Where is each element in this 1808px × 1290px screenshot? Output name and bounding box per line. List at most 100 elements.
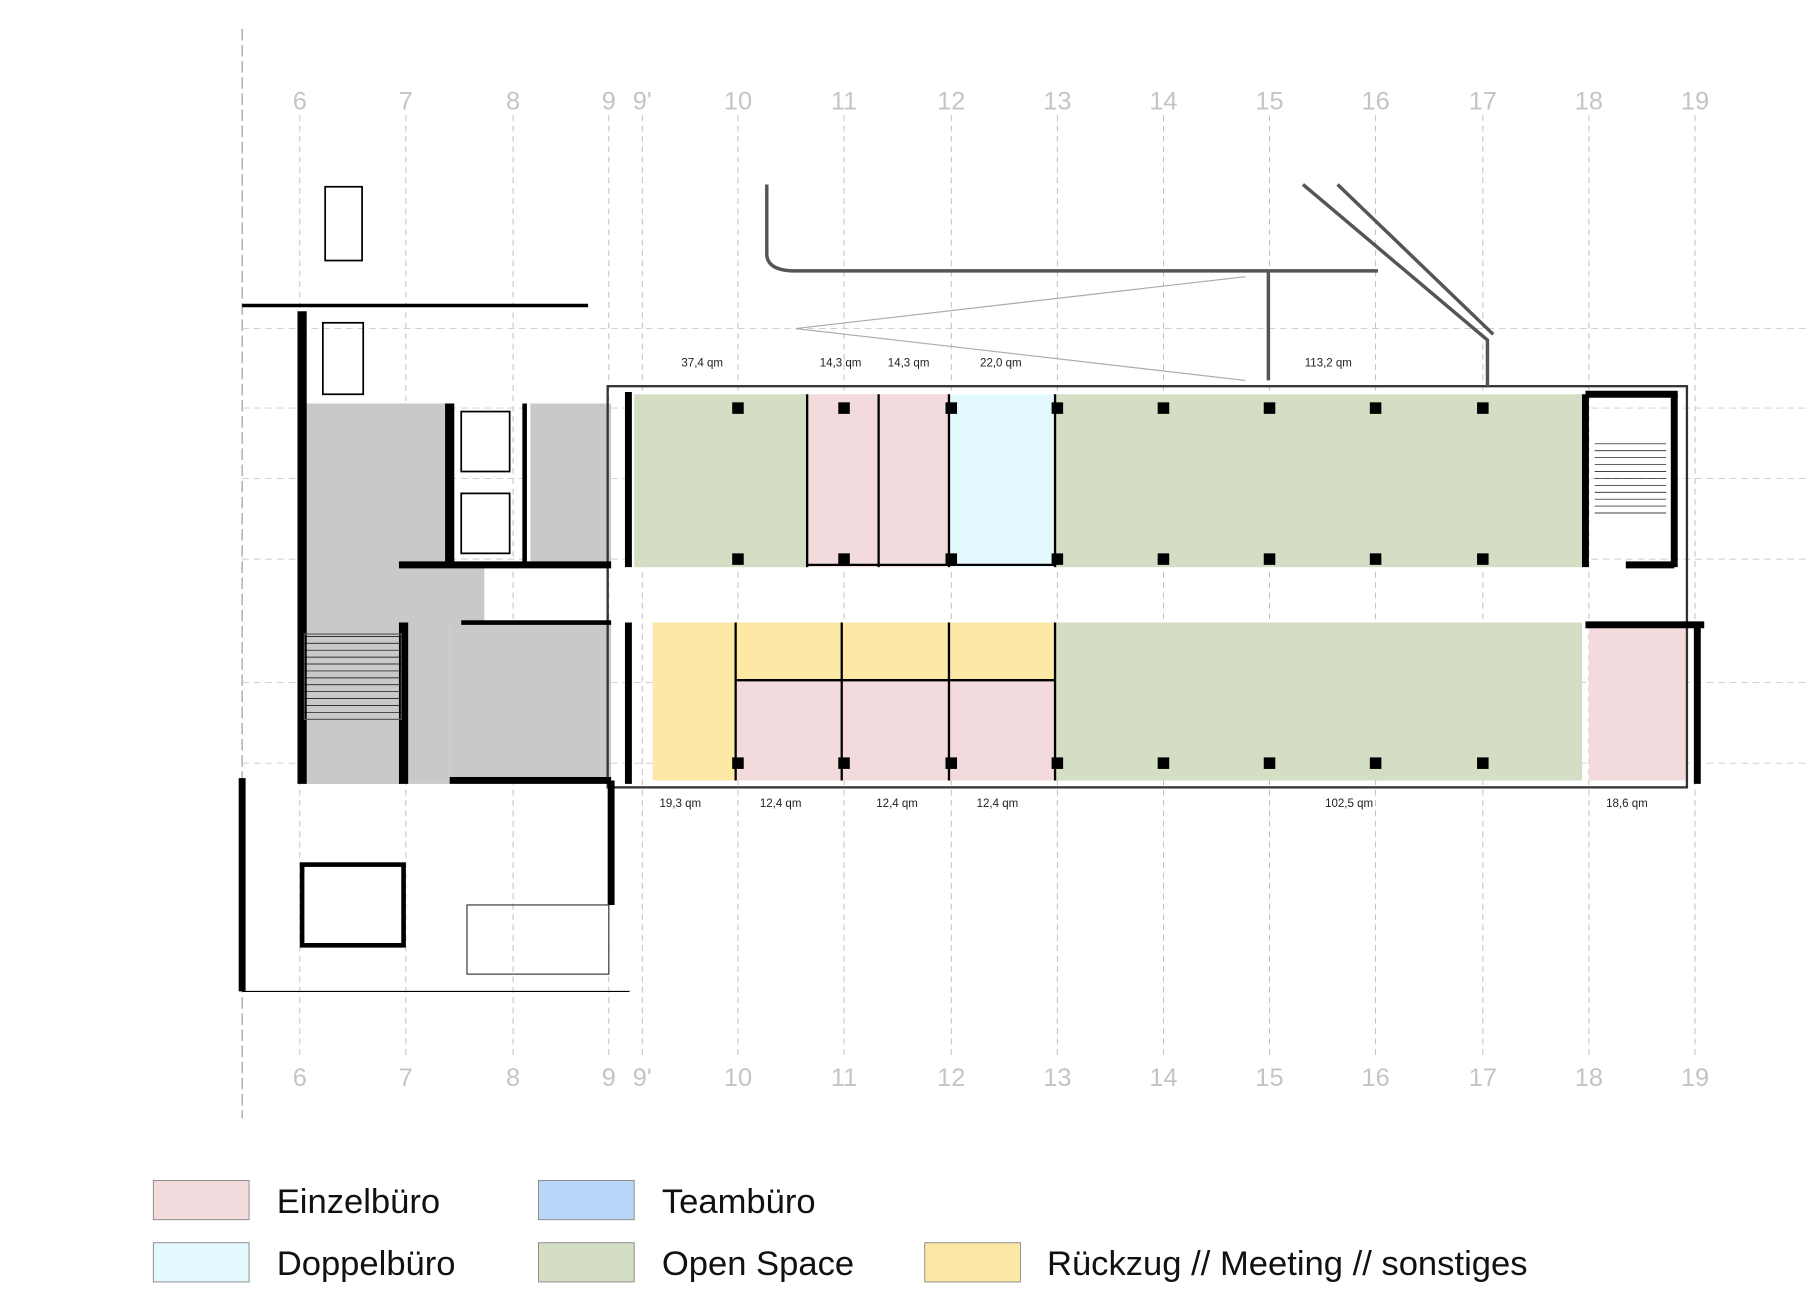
elevator xyxy=(460,410,511,473)
rooms xyxy=(302,394,1686,784)
room-einzel xyxy=(735,680,842,781)
column xyxy=(945,757,958,769)
area-label: 14,3 qm xyxy=(820,358,862,370)
room-einzel xyxy=(841,680,949,781)
grid-axis-label-top: 12 xyxy=(937,88,965,116)
grid-axis-label-bottom: 8 xyxy=(506,1064,520,1092)
area-label: 19,3 qm xyxy=(659,798,701,810)
legend-label-einzel: Einzelbüro xyxy=(277,1183,440,1221)
column xyxy=(1263,553,1276,565)
area-label: 102,5 qm xyxy=(1325,798,1373,810)
grid-axis-label-top: 6 xyxy=(293,88,307,116)
grid-axis-label-top: 18 xyxy=(1575,88,1603,116)
column xyxy=(732,402,744,414)
platform xyxy=(466,904,610,975)
column xyxy=(945,402,958,414)
room-einzel xyxy=(948,680,1056,781)
column xyxy=(945,553,958,565)
grid-axis-label-top: 17 xyxy=(1469,88,1497,116)
shaft xyxy=(321,321,365,396)
grid-axis-label-bottom: 6 xyxy=(293,1064,307,1092)
outer-wall xyxy=(606,385,1689,789)
room-einzel xyxy=(878,394,949,568)
column xyxy=(1157,553,1170,565)
grid-axis-label-top: 9' xyxy=(633,88,652,116)
column xyxy=(1263,757,1276,769)
grid-axis-label-bottom: 9' xyxy=(633,1064,652,1092)
area-label: 12,4 qm xyxy=(977,798,1019,810)
area-label: 113,2 qm xyxy=(1305,358,1352,370)
room-doppel xyxy=(948,394,1056,568)
column xyxy=(1369,402,1382,414)
column xyxy=(1157,402,1170,414)
grid-axis-label-bottom: 16 xyxy=(1361,1064,1389,1092)
column xyxy=(1477,757,1489,769)
legend-label-open: Open Space xyxy=(662,1245,854,1283)
grid-axis-label-bottom: 19 xyxy=(1681,1064,1709,1092)
column xyxy=(838,757,850,769)
grid-axis-label-bottom: 11 xyxy=(831,1064,857,1092)
grid-axis-label-bottom: 12 xyxy=(937,1064,965,1092)
column xyxy=(1051,757,1064,769)
grid-axis-label-top: 9 xyxy=(602,88,616,116)
grid-axis-label-top: 10 xyxy=(724,88,752,116)
grid-axis-label-top: 19 xyxy=(1681,88,1709,116)
grid-axis-label-bottom: 9 xyxy=(602,1064,616,1092)
grid-axis-label-top: 11 xyxy=(831,88,857,116)
labels: 667788999'9'1010111112121313141415151616… xyxy=(293,88,1709,1092)
room-meeting xyxy=(652,622,736,781)
grid-axis-label-bottom: 13 xyxy=(1043,1064,1071,1092)
grid-axis-label-top: 16 xyxy=(1361,88,1389,116)
area-label: 18,6 qm xyxy=(1606,798,1648,810)
grid-axis-label-bottom: 17 xyxy=(1469,1064,1497,1092)
grid-axis-label-bottom: 7 xyxy=(399,1064,413,1092)
legend-swatch-team xyxy=(538,1180,635,1221)
shaft xyxy=(324,185,363,262)
grid-axis-label-top: 14 xyxy=(1149,88,1177,116)
legend-swatch-open xyxy=(538,1242,635,1283)
grid-axis-label-top: 7 xyxy=(399,88,413,116)
column xyxy=(1477,553,1489,565)
column xyxy=(1157,757,1170,769)
core-hall xyxy=(302,403,450,784)
legend-swatch-meeting xyxy=(924,1242,1021,1283)
grid-axis-label-top: 15 xyxy=(1255,88,1283,116)
column xyxy=(1051,402,1064,414)
room-open xyxy=(634,394,808,568)
legend-swatch-einzel xyxy=(152,1180,250,1221)
exterior-wall xyxy=(765,183,1495,387)
grid-axis-label-top: 8 xyxy=(506,88,520,116)
grid-axis-label-bottom: 10 xyxy=(724,1064,752,1092)
column xyxy=(732,757,744,769)
stair xyxy=(303,633,402,720)
area-label: 12,4 qm xyxy=(876,798,918,810)
walls xyxy=(238,183,1705,992)
area-label: 37,4 qm xyxy=(681,358,723,370)
column xyxy=(838,402,850,414)
grid-axis-label-bottom: 15 xyxy=(1255,1064,1283,1092)
column xyxy=(1051,553,1064,565)
room-meeting xyxy=(735,622,1056,681)
column xyxy=(1369,757,1382,769)
grid-axis-label-top: 13 xyxy=(1043,88,1071,116)
legend-label-team: Teambüro xyxy=(662,1183,816,1221)
room-einzel xyxy=(1588,622,1686,781)
column xyxy=(732,553,744,565)
legend-label-doppel: Doppelbüro xyxy=(277,1245,456,1283)
column xyxy=(1369,553,1382,565)
column xyxy=(1477,402,1489,414)
column xyxy=(1263,402,1276,414)
entrance xyxy=(299,862,406,948)
room-open xyxy=(1055,622,1582,781)
room-einzel xyxy=(807,394,879,568)
ramp xyxy=(795,276,1246,382)
grid-axis-label-bottom: 18 xyxy=(1575,1064,1603,1092)
room-open xyxy=(1055,394,1582,568)
legend-label-meeting: Rückzug // Meeting // sonstiges xyxy=(1047,1245,1528,1283)
column xyxy=(838,553,850,565)
area-label: 14,3 qm xyxy=(888,358,930,370)
elevator xyxy=(460,492,511,555)
area-label: 12,4 qm xyxy=(760,798,802,810)
